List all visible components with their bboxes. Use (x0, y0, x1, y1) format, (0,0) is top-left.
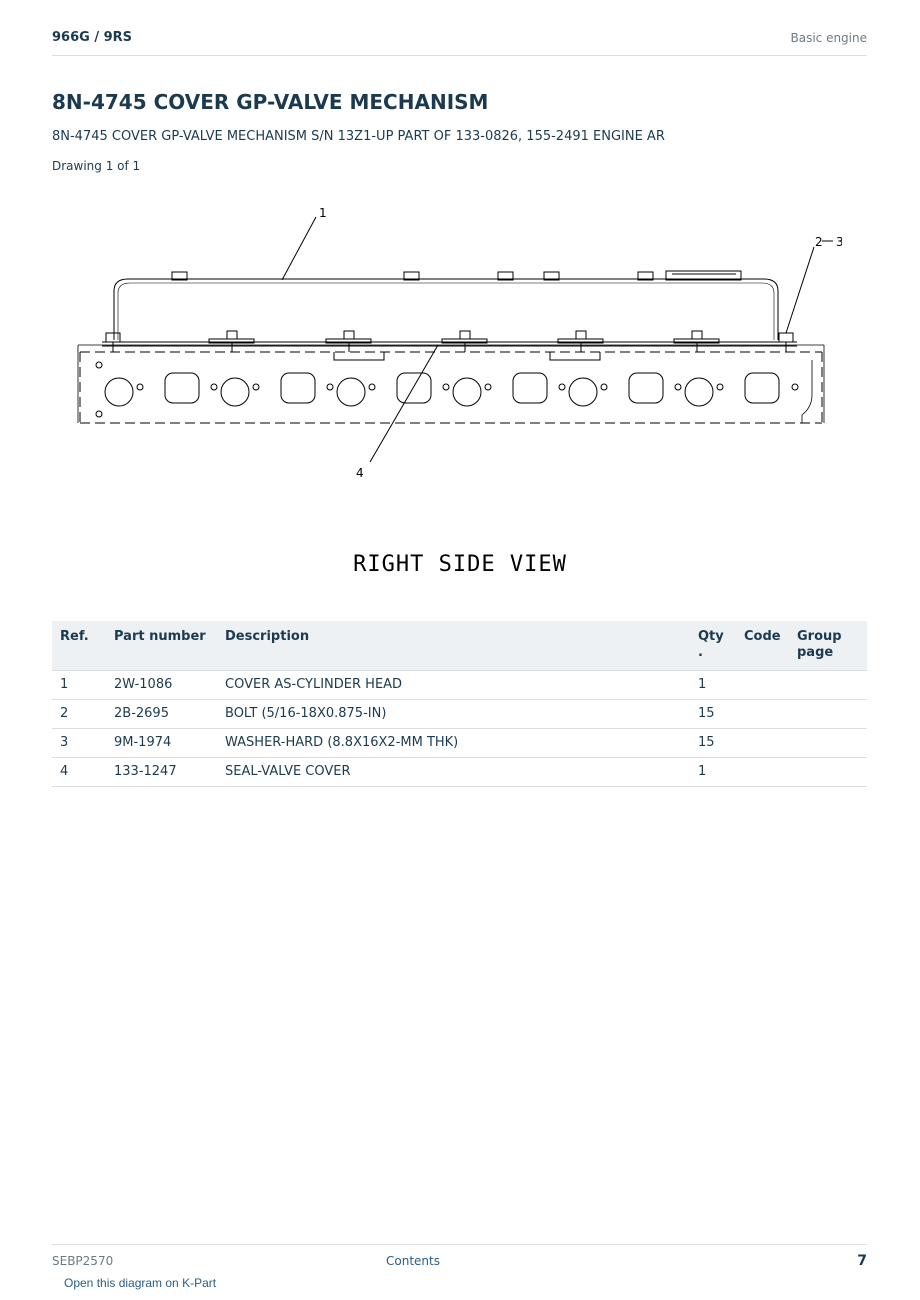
cell-qty: 1 (690, 757, 736, 787)
cell-part-number: 2B-2695 (106, 699, 217, 729)
header-ref: Ref. (52, 621, 106, 671)
cell-qty: 1 (690, 670, 736, 700)
cell-ref: 2 (52, 699, 106, 729)
callout-3: 3 (836, 235, 842, 249)
callout-2: 2 (815, 235, 823, 249)
table-row: 2 2B-2695 BOLT (5/16-18X0.875-IN) 15 (52, 699, 867, 729)
page-subtitle: 8N-4745 COVER GP-VALVE MECHANISM S/N 13Z… (52, 129, 665, 144)
cell-code (736, 728, 789, 758)
cell-code (736, 757, 789, 787)
view-label: RIGHT SIDE VIEW (353, 552, 567, 577)
table-row: 1 2W-1086 COVER AS-CYLINDER HEAD 1 (52, 670, 867, 700)
callout-1: 1 (319, 206, 327, 220)
cell-qty: 15 (690, 728, 736, 758)
header-description: Description (217, 621, 690, 671)
parts-diagram: 1 2 3 4 (77, 206, 842, 480)
header-qty: Qty . (690, 621, 736, 671)
cell-group-page (789, 728, 867, 758)
table-row: 4 133-1247 SEAL-VALVE COVER 1 (52, 757, 867, 787)
cell-group-page (789, 757, 867, 787)
page-title: 8N-4745 COVER GP-VALVE MECHANISM (52, 90, 489, 114)
cell-part-number: 2W-1086 (106, 670, 217, 700)
contents-link[interactable]: Contents (386, 1254, 440, 1268)
callout-4: 4 (356, 466, 364, 480)
page-header: 966G / 9RS Basic engine (52, 28, 867, 56)
header-part-number: Part number (106, 621, 217, 671)
table-header-row: Ref. Part number Description Qty . Code … (52, 621, 867, 671)
table-row: 3 9M-1974 WASHER-HARD (8.8X16X2-MM THK) … (52, 728, 867, 758)
cell-group-page (789, 699, 867, 729)
header-code: Code (736, 621, 789, 671)
cell-code (736, 670, 789, 700)
cell-part-number: 9M-1974 (106, 728, 217, 758)
cell-description: COVER AS-CYLINDER HEAD (217, 670, 690, 700)
cell-code (736, 699, 789, 729)
page-footer: SEBP2570 Contents 7 (52, 1244, 867, 1275)
header-group-page: Group page (789, 621, 867, 671)
cell-qty: 15 (690, 699, 736, 729)
cell-ref: 3 (52, 728, 106, 758)
cell-ref: 4 (52, 757, 106, 787)
page-number: 7 (857, 1253, 867, 1269)
cell-description: WASHER-HARD (8.8X16X2-MM THK) (217, 728, 690, 758)
cell-ref: 1 (52, 670, 106, 700)
parts-table: Ref. Part number Description Qty . Code … (52, 621, 867, 787)
document-id: SEBP2570 (52, 1254, 114, 1268)
kpart-link[interactable]: Open this diagram on K-Part (64, 1276, 217, 1290)
cell-description: SEAL-VALVE COVER (217, 757, 690, 787)
drawing-count: Drawing 1 of 1 (52, 159, 141, 173)
model-label: 966G / 9RS (52, 30, 133, 45)
cell-part-number: 133-1247 (106, 757, 217, 787)
cell-group-page (789, 670, 867, 700)
cell-description: BOLT (5/16-18X0.875-IN) (217, 699, 690, 729)
section-label: Basic engine (790, 31, 867, 45)
